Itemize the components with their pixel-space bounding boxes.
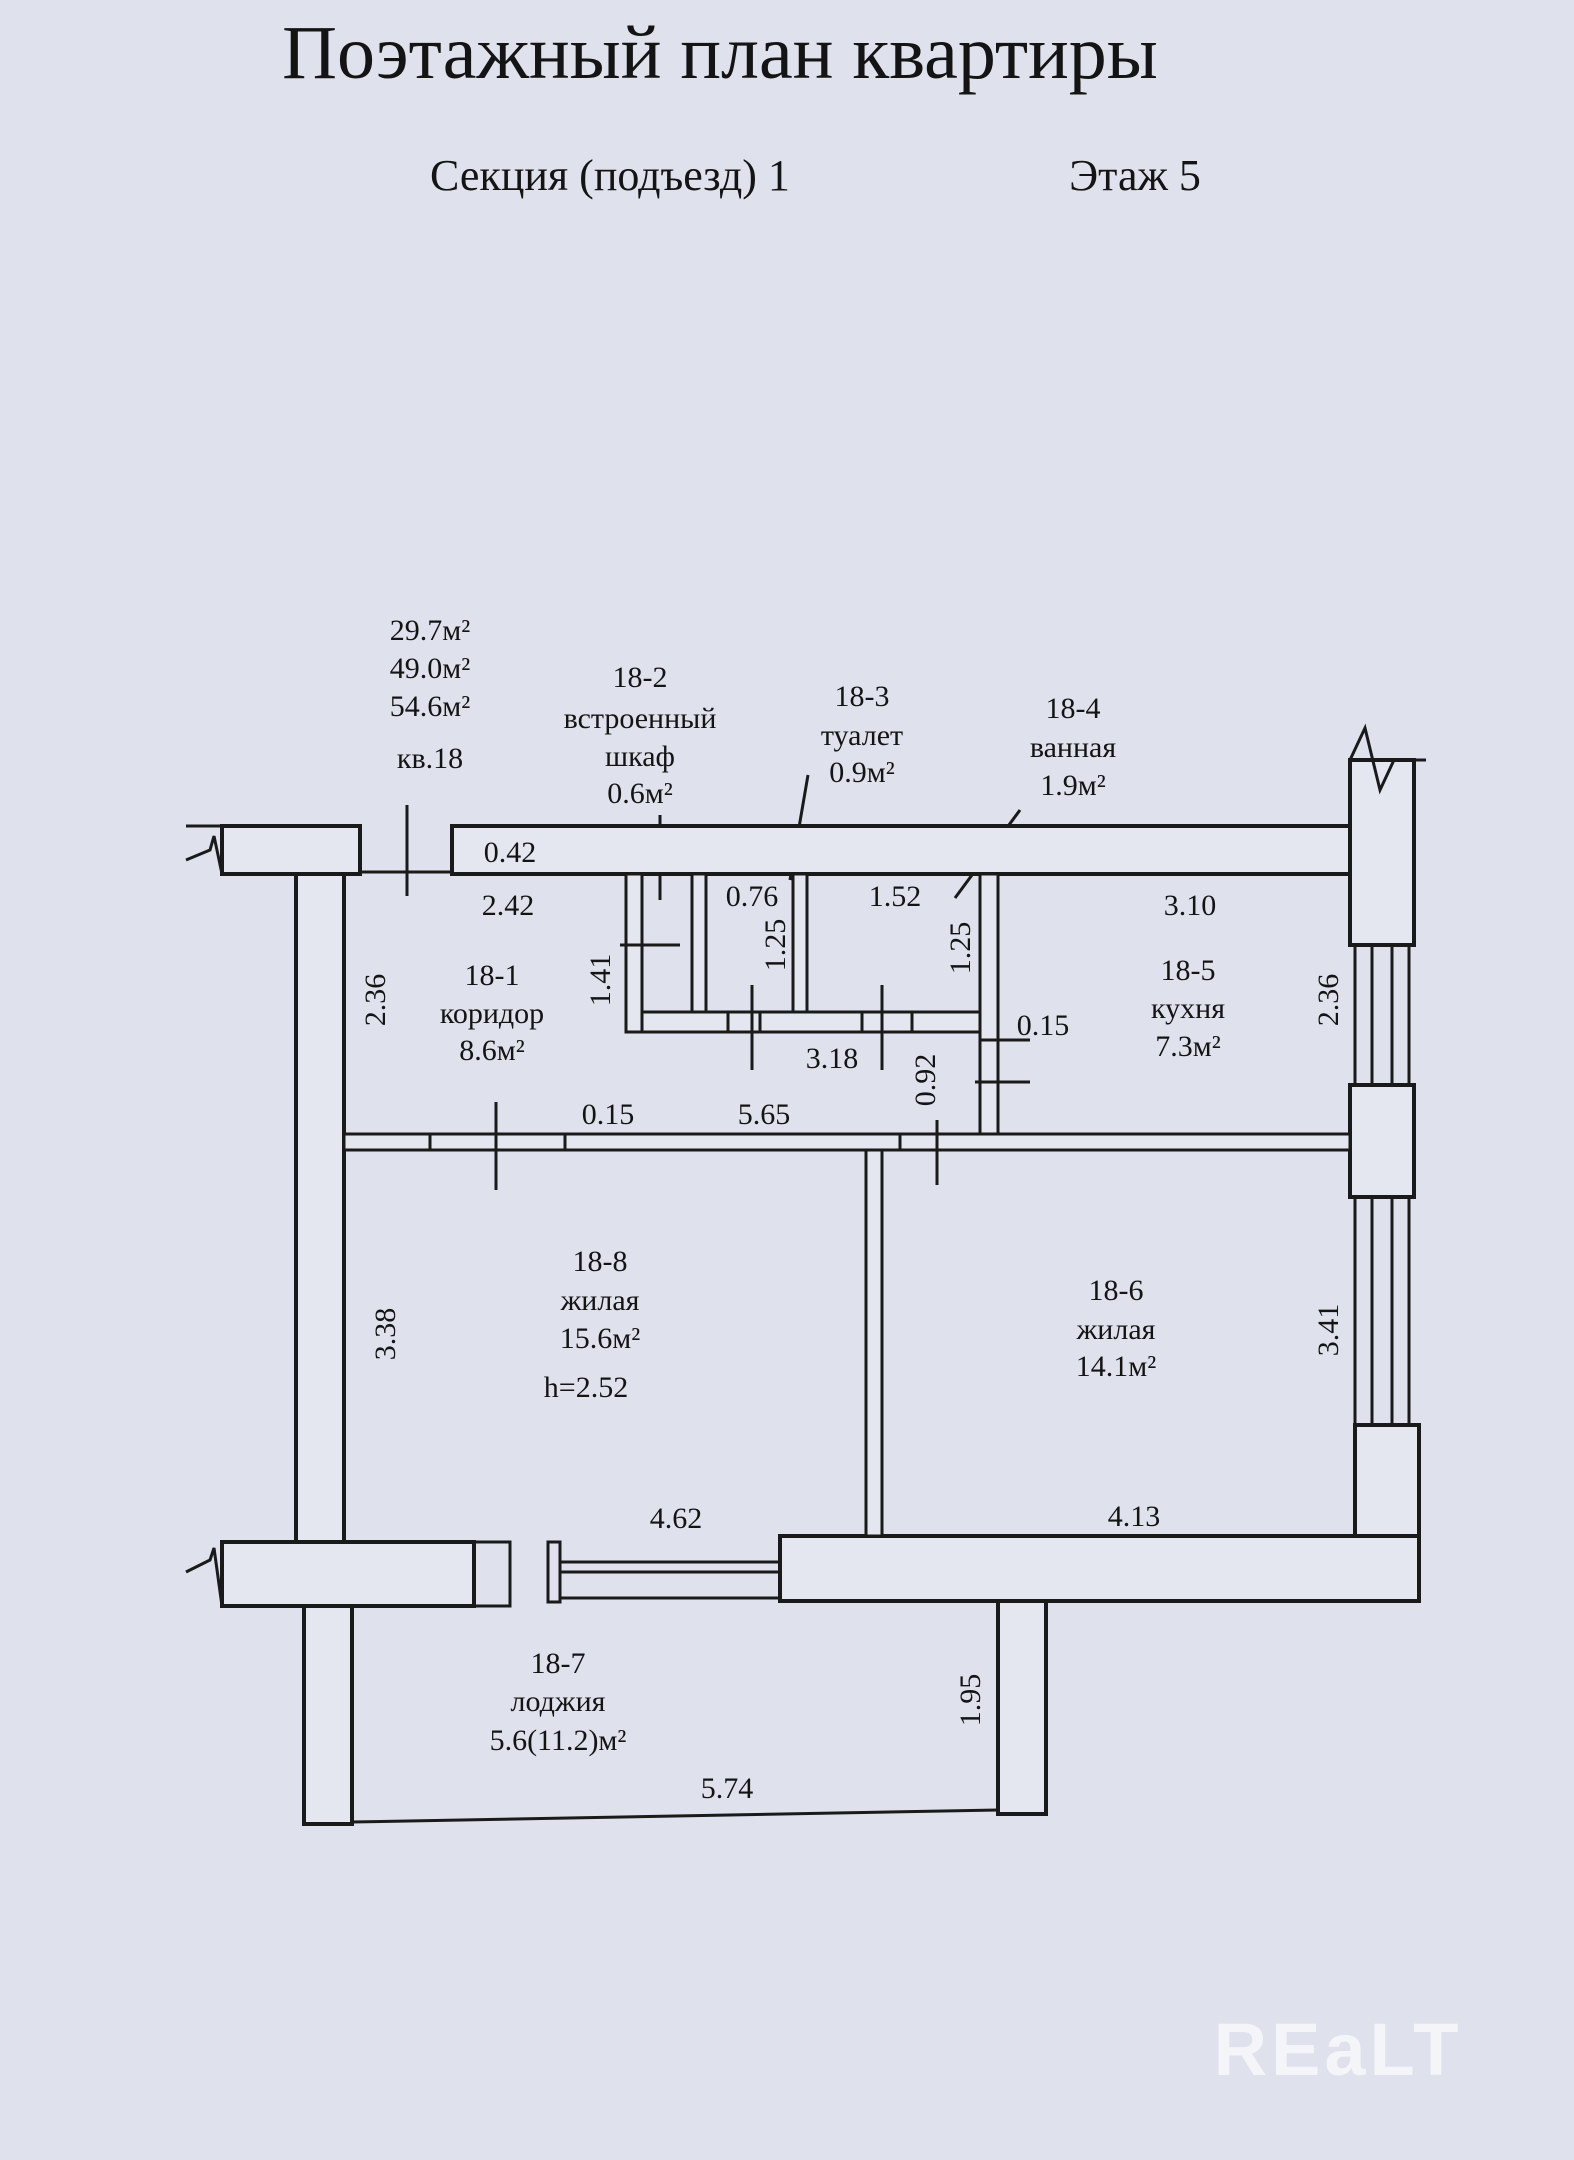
room-18-8-area: 15.6м² <box>560 1322 640 1355</box>
dim-125-b: 1.25 <box>944 922 977 975</box>
dim-242: 2.42 <box>482 889 535 922</box>
dim-318: 3.18 <box>806 1042 859 1075</box>
room-18-8-height: h=2.52 <box>544 1371 628 1404</box>
room-18-5-area: 7.3м² <box>1155 1030 1220 1063</box>
partition-wardrobe-left <box>624 872 644 1034</box>
room-18-2-name-1: встроенный <box>564 702 717 735</box>
dim-152: 1.52 <box>869 880 922 913</box>
partition-corridor <box>342 1132 1352 1152</box>
room-18-6-id: 18-6 <box>1089 1274 1144 1307</box>
wall-bottom-door-frame-1 <box>472 1540 512 1608</box>
room-18-1-name: коридор <box>440 997 544 1030</box>
dim-125-a: 1.25 <box>759 919 792 972</box>
partition-block-bottom <box>624 1010 984 1034</box>
dim-141: 1.41 <box>584 954 617 1007</box>
dim-076: 0.76 <box>726 880 779 913</box>
room-18-2-id: 18-2 <box>613 661 668 694</box>
room-18-3-name: туалет <box>821 719 903 752</box>
dim-341: 3.41 <box>1312 1304 1345 1357</box>
dim-015-mid: 0.15 <box>582 1098 635 1131</box>
dim-236-right: 2.36 <box>1312 974 1345 1027</box>
wall-bottom-door-frame-2 <box>546 1540 562 1604</box>
wall-left <box>294 872 346 1544</box>
apartment-total-area: 49.0м² <box>390 652 470 685</box>
room-18-6-area: 14.1м² <box>1076 1350 1156 1383</box>
break-mark-top-right <box>1348 723 1426 795</box>
dim-195: 1.95 <box>954 1674 987 1727</box>
room-18-1-id: 18-1 <box>465 959 520 992</box>
partition-bath-right <box>978 872 1000 1136</box>
room-18-5-id: 18-5 <box>1161 954 1216 987</box>
apartment-total-loggia-area: 54.6м² <box>390 690 470 723</box>
room-18-8-id: 18-8 <box>573 1245 628 1278</box>
dim-565: 5.65 <box>738 1098 791 1131</box>
room-18-2-area: 0.6м² <box>607 777 672 810</box>
dim-236-left: 2.36 <box>359 974 392 1027</box>
realt-watermark-logo: REaLT <box>1214 2008 1463 2091</box>
break-mark-top-left-z <box>185 835 224 875</box>
room-18-3-area: 0.9м² <box>829 756 894 789</box>
section-label: Секция (подъезд) 1 <box>430 151 790 200</box>
wall-right-pier <box>1348 1083 1416 1199</box>
dim-042: 0.42 <box>484 836 537 869</box>
window-kitchen <box>1353 943 1411 1087</box>
partition-rooms <box>864 1148 884 1538</box>
wall-bottom-right <box>778 1534 1421 1603</box>
loggia-wall-left <box>302 1604 354 1826</box>
partition-toilet-right <box>791 872 809 1014</box>
room-18-5-name: кухня <box>1151 992 1225 1025</box>
room-18-4-id: 18-4 <box>1046 692 1101 725</box>
room-18-1-area: 8.6м² <box>459 1034 524 1067</box>
room-18-4-area: 1.9м² <box>1040 769 1105 802</box>
break-mark-bottom-left <box>185 1547 224 1607</box>
dim-338: 3.38 <box>369 1308 402 1361</box>
floor-label: Этаж 5 <box>1069 151 1201 200</box>
window-loggia <box>558 1560 782 1600</box>
partition-wardrobe-right <box>690 872 708 1014</box>
dim-015-right: 0.15 <box>1017 1009 1070 1042</box>
dim-574: 5.74 <box>701 1772 754 1805</box>
dim-462: 4.62 <box>650 1502 703 1535</box>
room-18-7-id: 18-7 <box>531 1647 586 1680</box>
dim-092: 0.92 <box>909 1054 942 1107</box>
wall-top-left <box>220 824 362 876</box>
room-18-8-name: жилая <box>560 1284 640 1317</box>
room-18-7-area: 5.6(11.2)м² <box>490 1724 627 1757</box>
page-title: Поэтажный план квартиры <box>282 11 1158 95</box>
loggia-wall-right <box>996 1599 1048 1816</box>
wall-top <box>450 824 1352 876</box>
room-18-7-name: лоджия <box>511 1685 606 1718</box>
apartment-living-area: 29.7м² <box>390 614 470 647</box>
window-room-18-6 <box>1353 1195 1411 1427</box>
room-18-2-name-2: шкаф <box>605 740 675 773</box>
dim-310: 3.10 <box>1164 889 1217 922</box>
room-18-4-name: ванная <box>1030 731 1117 764</box>
loggia-edge <box>351 1808 999 1824</box>
apartment-number: кв.18 <box>397 742 463 775</box>
room-18-6-name: жилая <box>1076 1313 1156 1346</box>
dim-413: 4.13 <box>1108 1500 1161 1533</box>
wall-bottom-left <box>220 1540 476 1608</box>
room-18-3-id: 18-3 <box>835 680 890 713</box>
